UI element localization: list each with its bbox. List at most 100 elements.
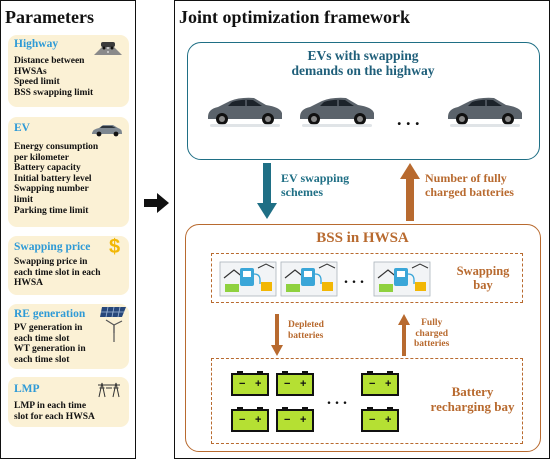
battery-icon: −+ bbox=[276, 407, 314, 432]
svg-text:−: − bbox=[239, 414, 245, 426]
swap-station-icon bbox=[373, 261, 431, 297]
depleted-label-line2: batteries bbox=[288, 331, 324, 341]
down-arrow-label-line1: EV swapping bbox=[281, 171, 350, 185]
up-arrow bbox=[400, 163, 420, 221]
ev-line-6: limit bbox=[14, 194, 33, 205]
swapping-price-line-2: each time slot in each bbox=[14, 267, 101, 278]
depleted-label-line1: Depleted bbox=[288, 320, 324, 330]
ev-line-4: Initial battery level bbox=[14, 173, 92, 184]
re-generation-card: RE generation PV generation in each time… bbox=[8, 304, 129, 369]
swapping-bay-label-line2: bay bbox=[473, 278, 493, 292]
svg-text:−: − bbox=[239, 378, 245, 390]
svg-text:−: − bbox=[369, 414, 375, 426]
lmp-card: LMP LMP in each time slot for each HWSA bbox=[8, 377, 129, 427]
battery-icon: −+ bbox=[231, 407, 269, 432]
svg-text:+: + bbox=[255, 414, 261, 426]
down-arrow-label: EV swapping schemes bbox=[281, 171, 349, 199]
ev-highway-title: EVs with swapping demands on the highway bbox=[188, 48, 538, 78]
lmp-card-title: LMP bbox=[14, 383, 40, 395]
swap-station-icon bbox=[280, 261, 338, 297]
swapping-bay-label-line1: Swapping bbox=[456, 264, 510, 278]
parameters-panel: Parameters Highway Distance between HWSA… bbox=[0, 0, 136, 459]
ev-car-icon bbox=[92, 125, 122, 137]
bss-title: BSS in HWSA bbox=[316, 230, 409, 246]
svg-text:+: + bbox=[385, 414, 391, 426]
ev-ellipsis: . . . bbox=[397, 109, 420, 129]
swapping-bay: . . . Swapping bay bbox=[211, 253, 523, 303]
swapping-stations bbox=[219, 261, 431, 297]
up-arrow-label: Number of fully charged batteries bbox=[425, 171, 514, 199]
highway-car-icon bbox=[94, 42, 122, 55]
bss-box: BSS in HWSA . . . Swapping bay Depleted … bbox=[185, 224, 541, 452]
lmp-line-2: slot for each HWSA bbox=[14, 411, 95, 422]
swapping-price-card: Swapping price $ Swapping price in each … bbox=[8, 236, 129, 295]
svg-text:+: + bbox=[255, 378, 261, 390]
ev-line-1: Energy consumption bbox=[14, 142, 99, 152]
up-arrow-label-line2: charged batteries bbox=[425, 185, 514, 199]
highway-card: Highway Distance between HWSAs Speed lim… bbox=[8, 35, 129, 107]
charged-label: Fully charged batteries bbox=[414, 318, 449, 350]
highway-line-4: BSS swapping limit bbox=[14, 87, 94, 98]
svg-text:−: − bbox=[284, 378, 290, 390]
ev-cars bbox=[208, 97, 522, 127]
battery-icon: −+ bbox=[231, 371, 269, 396]
highway-line-2: HWSAs bbox=[14, 66, 47, 77]
ev-car-icon bbox=[208, 97, 282, 127]
re-generation-card-title: RE generation bbox=[14, 308, 86, 320]
svg-text:+: + bbox=[300, 378, 306, 390]
charged-label-line1: Fully bbox=[421, 318, 443, 328]
highway-line-1: Distance between bbox=[14, 56, 85, 66]
depleted-arrow bbox=[271, 314, 283, 356]
highway-line-3: Speed limit bbox=[14, 77, 60, 88]
ev-line-7: Parking time limit bbox=[14, 205, 89, 216]
ev-line-3: Battery capacity bbox=[14, 163, 81, 174]
transmission-tower-icon bbox=[98, 382, 120, 398]
swap-station-icon bbox=[219, 261, 277, 297]
battery-icon: −+ bbox=[361, 371, 399, 396]
ev-card-title: EV bbox=[14, 122, 30, 134]
swapping-price-card-title: Swapping price bbox=[14, 241, 91, 253]
lmp-line-1: LMP in each time bbox=[14, 401, 87, 411]
batteries-grid: −+−+−+−+−+−+ bbox=[231, 371, 399, 432]
depleted-label: Depleted batteries bbox=[288, 320, 324, 342]
swapping-bay-label: Swapping bay bbox=[453, 264, 513, 292]
highway-card-title: Highway bbox=[14, 38, 59, 50]
recharging-bay-label: Battery recharging bay bbox=[420, 384, 525, 414]
swapping-price-line-3: HWSA bbox=[14, 278, 44, 289]
re-generation-line-1: PV generation in bbox=[14, 323, 83, 333]
ev-car-icon bbox=[448, 97, 522, 127]
battery-icon: −+ bbox=[361, 407, 399, 432]
ev-line-2: per kilometer bbox=[14, 152, 69, 163]
up-arrow-label-line1: Number of fully bbox=[425, 171, 507, 185]
parameters-title: Parameters bbox=[5, 7, 94, 27]
ev-highway-box: EVs with swapping demands on the highway… bbox=[187, 42, 540, 160]
solar-wind-icon bbox=[100, 306, 126, 342]
re-generation-line-3: WT generation in bbox=[14, 344, 86, 355]
recharging-bay: −+−+−+−+−+−+ . . . Battery recharging ba… bbox=[211, 358, 523, 444]
svg-text:+: + bbox=[385, 378, 391, 390]
swapping-ellipsis: . . . bbox=[344, 270, 364, 287]
ev-car-icon bbox=[300, 97, 374, 127]
input-arrow bbox=[144, 193, 169, 213]
framework-title: Joint optimization framework bbox=[179, 7, 410, 27]
charged-label-line2: charged bbox=[415, 328, 449, 339]
charged-arrow bbox=[398, 314, 410, 356]
framework-panel: Joint optimization framework EVs with sw… bbox=[174, 0, 550, 459]
ev-line-5: Swapping number bbox=[14, 184, 89, 195]
swapping-price-line-1: Swapping price in bbox=[14, 257, 88, 267]
ev-card: EV Energy consumption per kilometer Batt… bbox=[8, 117, 129, 227]
down-arrow-label-line2: schemes bbox=[281, 185, 323, 199]
svg-text:−: − bbox=[369, 378, 375, 390]
charged-label-line3: batteries bbox=[414, 339, 450, 349]
re-generation-line-4: each time slot bbox=[14, 354, 70, 365]
battery-icon: −+ bbox=[276, 371, 314, 396]
recharging-bay-label-line2: recharging bay bbox=[430, 399, 515, 414]
down-arrow bbox=[257, 163, 277, 219]
svg-text:−: − bbox=[284, 414, 290, 426]
dollar-icon: $ bbox=[109, 236, 121, 258]
battery-ellipsis: . . . bbox=[327, 391, 347, 408]
ev-highway-title-line2: demands on the highway bbox=[291, 63, 435, 78]
re-generation-line-2: each time slot bbox=[14, 333, 70, 344]
svg-text:+: + bbox=[300, 414, 306, 426]
ev-highway-title-line1: EVs with swapping bbox=[307, 48, 419, 63]
